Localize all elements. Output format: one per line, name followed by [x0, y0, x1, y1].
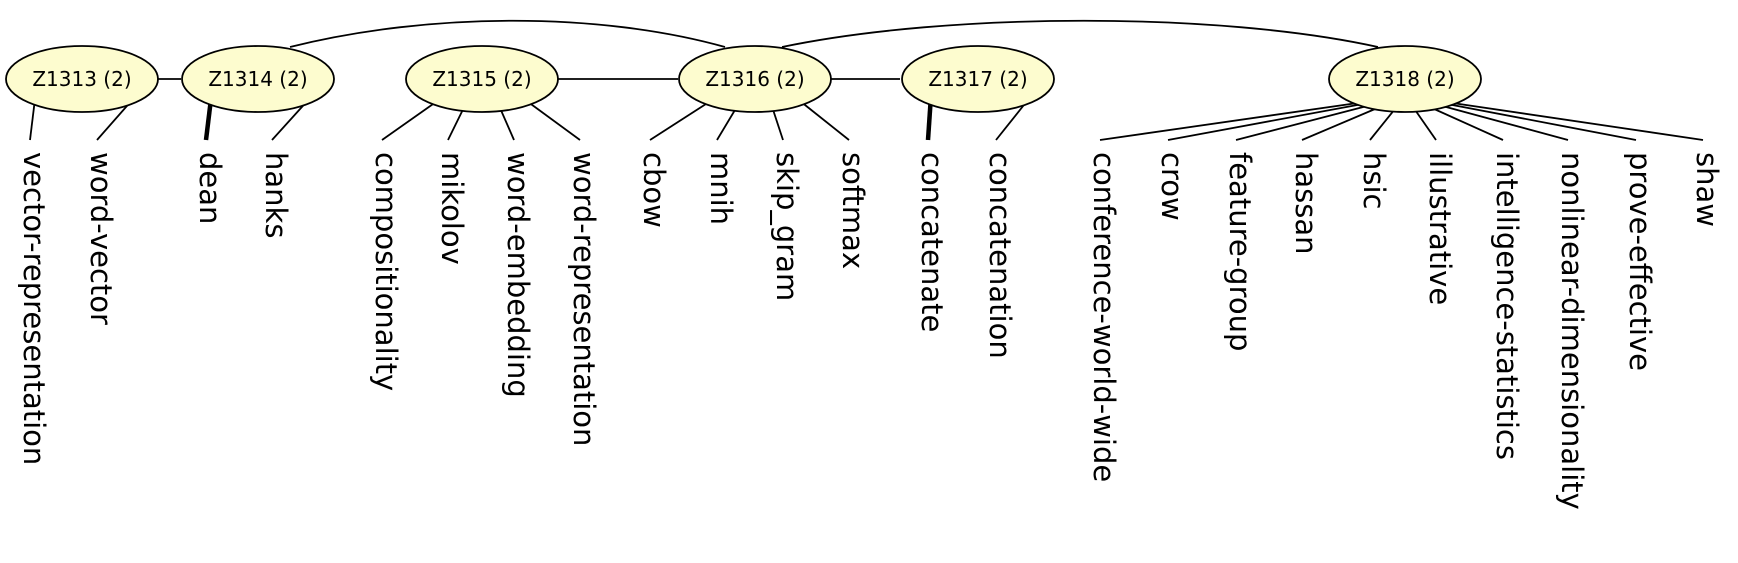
- term-label-illustrative: illustrative: [1423, 152, 1457, 305]
- term-edge-concatenation: [995, 102, 1027, 141]
- node-label-z1318: Z1318 (2): [1355, 67, 1454, 91]
- term-edge-softmax: [801, 102, 850, 141]
- term-label-dean: dean: [193, 152, 227, 224]
- term-edge-concatenate: [925, 102, 933, 141]
- term-label-softmax: softmax: [836, 152, 870, 269]
- term-label-crow: crow: [1155, 152, 1189, 221]
- term-label-mikolov: mikolov: [435, 152, 469, 265]
- node-ellipse-z1314[interactable]: [181, 45, 335, 113]
- cluster-links: [158, 19, 1379, 80]
- term-edge-word-representation: [528, 102, 581, 141]
- term-edge-prove-effective: [1441, 102, 1637, 141]
- term-label-skip-gram: skip_gram: [770, 152, 804, 301]
- term-label-hassan: hassan: [1289, 152, 1323, 255]
- node-label-z1315: Z1315 (2): [432, 67, 531, 91]
- cluster-nodes: Z1313 (2) Z1314 (2) Z1315 (2) Z1316 (2) Z131…: [5, 45, 1482, 113]
- term-edge-vector-representation: [29, 102, 36, 141]
- term-label-vector-representation: vector-representation: [17, 152, 51, 465]
- node-z1317[interactable]: Z1317 (2): [901, 45, 1055, 113]
- term-label-conference-world-wide: conference-world-wide: [1087, 152, 1121, 482]
- term-label-shaw: shaw: [1690, 152, 1724, 227]
- term-label-concatenation: concatenation: [983, 152, 1017, 359]
- node-z1314[interactable]: Z1314 (2): [181, 45, 335, 113]
- term-edge-crow: [1167, 102, 1369, 141]
- term-label-mnih: mnih: [704, 152, 738, 225]
- term-label-compositionality: compositionality: [369, 152, 403, 391]
- term-edge-shaw: [1452, 102, 1704, 141]
- term-label-concatenate: concatenate: [915, 152, 949, 332]
- term-edge-conference-world-wide: [1099, 102, 1358, 141]
- term-labels: vector-representation word-vector dean hank…: [17, 152, 1724, 510]
- term-edge-dean: [203, 102, 213, 141]
- term-label-hsic: hsic: [1357, 152, 1391, 210]
- term-edge-feature-group: [1235, 102, 1379, 141]
- node-z1313[interactable]: Z1313 (2): [5, 45, 159, 113]
- node-ellipse-z1318[interactable]: [1328, 45, 1482, 113]
- node-z1316[interactable]: Z1316 (2): [678, 45, 832, 113]
- term-label-prove-effective: prove-effective: [1623, 152, 1657, 371]
- term-label-word-representation: word-representation: [567, 152, 601, 446]
- node-label-z1313: Z1313 (2): [32, 67, 131, 91]
- term-label-nonlinear-dimensionality: nonlinear-dimensionality: [1555, 152, 1589, 510]
- term-label-cbow: cbow: [637, 152, 671, 228]
- term-edge-cbow: [649, 102, 708, 141]
- term-edge-nonlinear-dimensionality: [1431, 102, 1569, 141]
- node-ellipse-z1317[interactable]: [901, 45, 1055, 113]
- node-label-z1316: Z1316 (2): [705, 67, 804, 91]
- node-ellipse-z1315[interactable]: [405, 45, 559, 113]
- term-label-intelligence-statistics: intelligence-statistics: [1490, 152, 1524, 460]
- node-label-z1314: Z1314 (2): [208, 67, 307, 91]
- link-z1314-z1316-arc: [289, 19, 726, 48]
- node-ellipse-z1316[interactable]: [678, 45, 832, 113]
- link-z1316-z1318-arc: [781, 19, 1379, 48]
- term-label-hanks: hanks: [259, 152, 293, 238]
- term-label-feature-group: feature-group: [1223, 152, 1257, 351]
- node-ellipse-z1313[interactable]: [5, 45, 159, 113]
- term-edge-compositionality: [381, 102, 436, 141]
- term-label-word-vector: word-vector: [84, 152, 118, 325]
- node-z1318[interactable]: Z1318 (2): [1328, 45, 1482, 113]
- term-edge-word-vector: [96, 102, 131, 141]
- node-label-z1317: Z1317 (2): [928, 67, 1027, 91]
- term-edge-hanks: [271, 102, 307, 141]
- term-label-word-embedding: word-embedding: [501, 152, 535, 398]
- node-z1315[interactable]: Z1315 (2): [405, 45, 559, 113]
